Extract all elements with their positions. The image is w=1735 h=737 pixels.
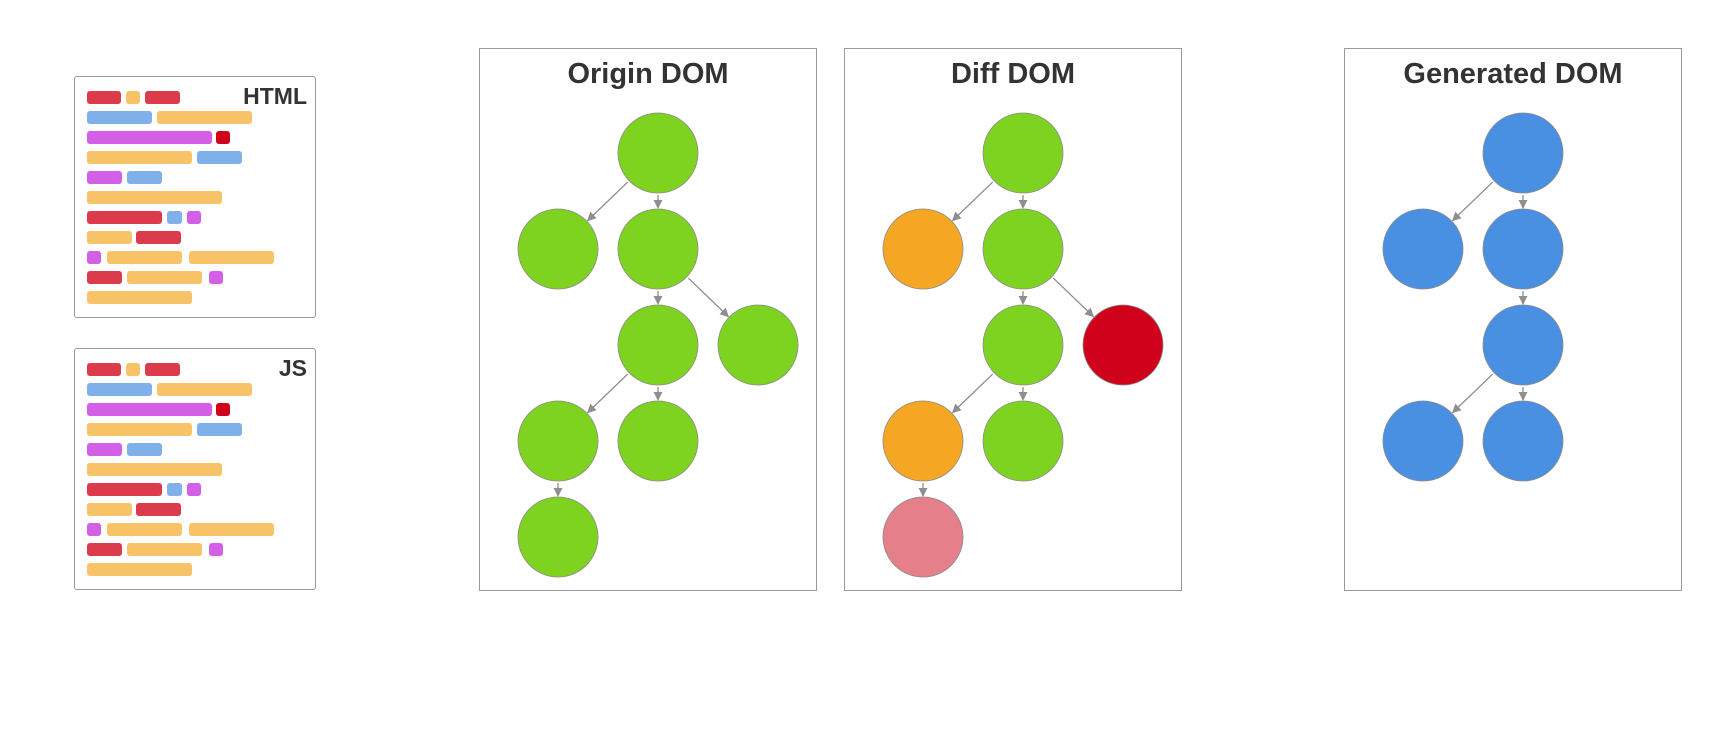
dom-node bbox=[617, 400, 699, 482]
code-line-bar bbox=[187, 211, 201, 224]
dom-node bbox=[882, 496, 964, 578]
generated-dom-panel: Generated DOM bbox=[1344, 48, 1682, 591]
dom-node bbox=[717, 304, 799, 386]
code-line-bar bbox=[87, 91, 121, 104]
code-line-bar bbox=[87, 231, 132, 244]
tree-edge-arrow bbox=[951, 181, 994, 222]
dom-node bbox=[982, 208, 1064, 290]
diff-dom-title: Diff DOM bbox=[950, 58, 1076, 90]
dom-node bbox=[1482, 400, 1564, 482]
dom-node bbox=[517, 208, 599, 290]
code-line-bar bbox=[87, 403, 212, 416]
dom-node bbox=[982, 304, 1064, 386]
code-line-bar bbox=[87, 363, 121, 376]
code-line-bar bbox=[87, 291, 192, 304]
generated-dom-tree bbox=[1382, 112, 1564, 482]
code-line-bar bbox=[136, 503, 181, 516]
code-line-bar bbox=[87, 563, 192, 576]
code-line-bar bbox=[127, 543, 202, 556]
code-line-bar bbox=[87, 523, 101, 536]
dom-node bbox=[1382, 400, 1464, 482]
code-line-bar bbox=[126, 91, 140, 104]
code-line-bar bbox=[87, 111, 152, 124]
tree-edge-arrow bbox=[687, 277, 730, 318]
dom-node bbox=[882, 400, 964, 482]
js-code-card: JS bbox=[74, 348, 316, 590]
code-line-bar bbox=[136, 231, 181, 244]
code-line-bar bbox=[127, 171, 162, 184]
diff-dom-tree bbox=[882, 112, 1164, 578]
code-line-bar bbox=[197, 151, 242, 164]
code-line-bar bbox=[209, 543, 223, 556]
code-line-bar bbox=[87, 463, 222, 476]
code-line-bar bbox=[87, 151, 192, 164]
dom-node bbox=[1382, 208, 1464, 290]
code-line-bar bbox=[87, 131, 212, 144]
generated-dom-title: Generated DOM bbox=[1403, 58, 1623, 90]
html-code-card: HTML bbox=[74, 76, 316, 318]
dom-node bbox=[617, 112, 699, 194]
origin-dom-panel: Origin DOM bbox=[479, 48, 817, 591]
code-line-bar bbox=[167, 211, 182, 224]
code-line-bar bbox=[189, 523, 274, 536]
tree-edge-arrow bbox=[1451, 373, 1494, 414]
code-line-bar bbox=[216, 131, 230, 144]
code-line-bar bbox=[197, 423, 242, 436]
tree-edge-arrow bbox=[586, 181, 629, 222]
code-line-bar bbox=[107, 523, 182, 536]
code-line-bar bbox=[87, 383, 152, 396]
code-line-bar bbox=[126, 363, 140, 376]
code-line-bar bbox=[157, 111, 252, 124]
origin-dom-tree bbox=[517, 112, 799, 578]
code-line-bar bbox=[216, 403, 230, 416]
code-line-bar bbox=[87, 191, 222, 204]
code-line-bar bbox=[127, 271, 202, 284]
dom-node bbox=[1082, 304, 1164, 386]
code-line-bar bbox=[145, 363, 180, 376]
code-line-bar bbox=[87, 483, 162, 496]
dom-node bbox=[1482, 304, 1564, 386]
tree-edge-arrow bbox=[586, 373, 629, 414]
code-line-bar bbox=[209, 271, 223, 284]
dom-node bbox=[517, 496, 599, 578]
code-line-bar bbox=[87, 423, 192, 436]
html-card-title: HTML bbox=[243, 83, 307, 109]
code-line-bar bbox=[87, 171, 122, 184]
dom-node bbox=[617, 208, 699, 290]
code-line-bar bbox=[127, 443, 162, 456]
tree-edge-arrow bbox=[951, 373, 994, 414]
js-card-title: JS bbox=[278, 355, 307, 381]
code-line-bar bbox=[145, 91, 180, 104]
code-line-bar bbox=[87, 543, 122, 556]
dom-node bbox=[1482, 208, 1564, 290]
code-line-bar bbox=[107, 251, 182, 264]
code-line-bar bbox=[87, 271, 122, 284]
dom-node bbox=[982, 400, 1064, 482]
dom-node bbox=[617, 304, 699, 386]
dom-node bbox=[982, 112, 1064, 194]
tree-edge-arrow bbox=[1052, 277, 1095, 318]
code-line-bar bbox=[87, 443, 122, 456]
code-line-bar bbox=[157, 383, 252, 396]
code-line-bar bbox=[187, 483, 201, 496]
tree-edge-arrow bbox=[1451, 181, 1494, 222]
code-line-bar bbox=[189, 251, 274, 264]
dom-node bbox=[882, 208, 964, 290]
dom-node bbox=[517, 400, 599, 482]
code-line-bar bbox=[87, 211, 162, 224]
dom-node bbox=[1482, 112, 1564, 194]
code-line-bar bbox=[87, 251, 101, 264]
diff-dom-panel: Diff DOM bbox=[844, 48, 1182, 591]
code-line-bar bbox=[167, 483, 182, 496]
origin-dom-title: Origin DOM bbox=[567, 58, 729, 90]
code-line-bar bbox=[87, 503, 132, 516]
